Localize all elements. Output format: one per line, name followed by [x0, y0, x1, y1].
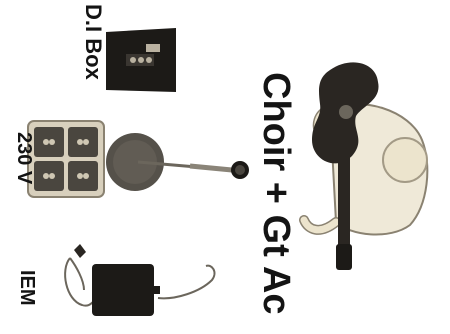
di-box-icon: [106, 28, 176, 92]
di-box-label: D.I Box: [79, 4, 107, 114]
iem-pack-icon: [65, 244, 214, 316]
performer-label: Choir + Gt Ac: [254, 72, 298, 312]
power-label: 230 V: [12, 132, 36, 192]
power-outlet-icon: [28, 121, 104, 197]
iem-label: IEM: [16, 270, 38, 320]
guitarist-icon: [304, 62, 427, 270]
